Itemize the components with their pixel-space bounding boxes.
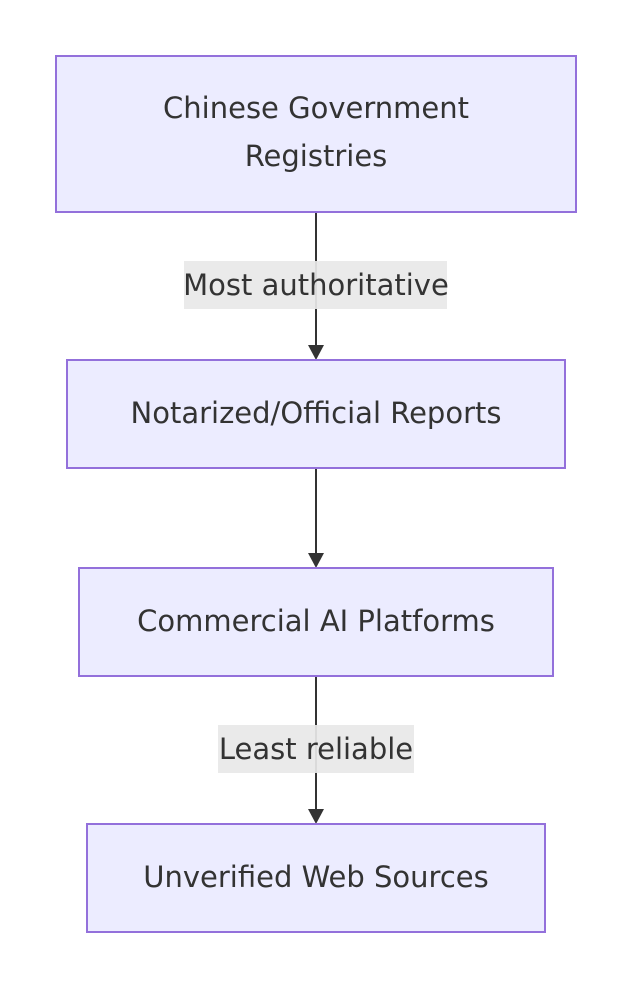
node-label-line: Commercial AI Platforms <box>137 604 495 638</box>
node-label-line: Unverified Web Sources <box>143 860 488 894</box>
edge-label-most-authoritative: Most authoritative <box>183 261 449 309</box>
node-chinese-government-registries: Chinese Government Registries <box>55 55 577 213</box>
node-label-line: Notarized/Official Reports <box>131 396 502 430</box>
node-unverified-web-sources: Unverified Web Sources <box>86 823 546 933</box>
edge-label-text: Least reliable <box>219 732 413 766</box>
edge-label-least-reliable: Least reliable <box>218 725 414 773</box>
edge-label-text: Most authoritative <box>183 268 449 302</box>
arrowhead-icon <box>308 553 324 568</box>
node-commercial-ai-platforms: Commercial AI Platforms <box>78 567 554 677</box>
edge-reports-to-platforms <box>308 468 324 568</box>
node-notarized-official-reports: Notarized/Official Reports <box>66 359 566 469</box>
node-label-line: Registries <box>245 139 388 173</box>
arrowhead-icon <box>308 345 324 360</box>
arrowhead-icon <box>308 809 324 824</box>
node-label-line: Chinese Government <box>163 91 469 125</box>
